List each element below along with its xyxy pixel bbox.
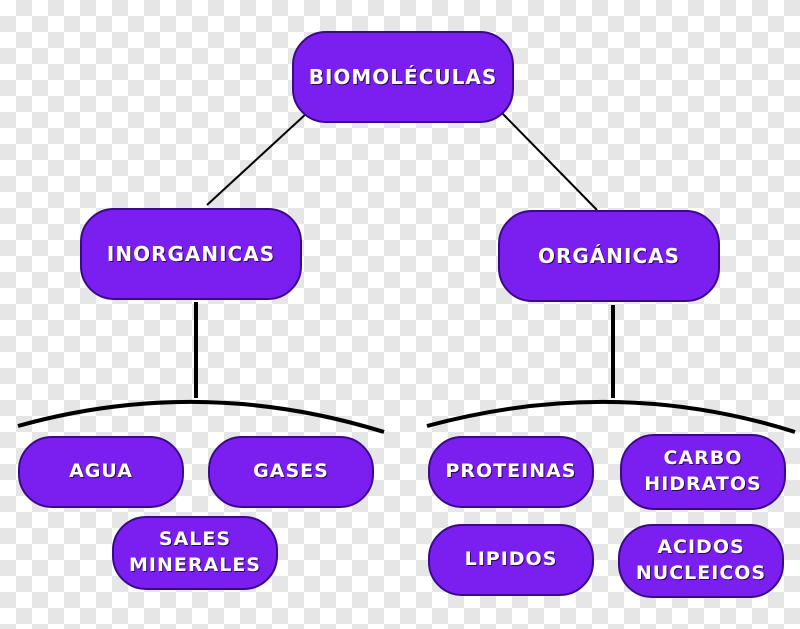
node-proteinas: PROTEINAS	[428, 436, 594, 508]
connector-root-to-organicas	[501, 112, 598, 211]
node-lipidos: LIPIDOS	[428, 524, 594, 596]
node-acidos-nucleicos: ACIDOS NUCLEICOS	[618, 524, 784, 598]
node-organicas-label: ORGÁNICAS	[537, 243, 681, 268]
node-inorganicas: INORGANICAS	[80, 208, 302, 300]
node-lipidos-label: LIPIDOS	[464, 548, 558, 571]
node-acidos-nucleicos-label: ACIDOS NUCLEICOS	[635, 536, 767, 584]
node-carbohidratos: CARBO HIDRATOS	[620, 434, 786, 510]
brace-inorganicas	[17, 399, 385, 434]
node-inorganicas-label: INORGANICAS	[106, 241, 276, 266]
connector-root-to-inorganicas	[206, 112, 308, 206]
node-gases-label: GASES	[253, 460, 329, 483]
node-sales-minerales: SALES MINERALES	[112, 516, 278, 590]
node-carbohidratos-label: CARBO HIDRATOS	[644, 447, 762, 495]
node-organicas: ORGÁNICAS	[498, 210, 720, 302]
node-proteinas-label: PROTEINAS	[445, 460, 577, 483]
node-biomoleculas-label: BIOMOLÉCULAS	[308, 64, 498, 89]
node-gases: GASES	[208, 436, 374, 508]
brace-organicas	[426, 399, 796, 434]
node-biomoleculas: BIOMOLÉCULAS	[292, 31, 514, 123]
node-agua-label: AGUA	[69, 460, 133, 483]
node-sales-minerales-label: SALES MINERALES	[129, 528, 261, 576]
node-agua: AGUA	[18, 436, 184, 508]
